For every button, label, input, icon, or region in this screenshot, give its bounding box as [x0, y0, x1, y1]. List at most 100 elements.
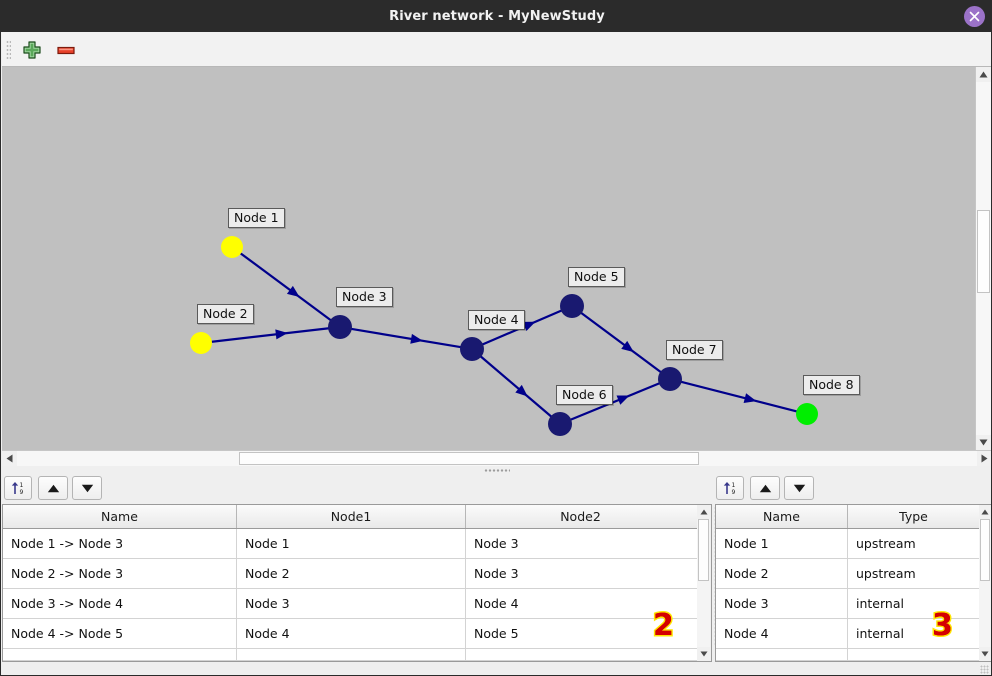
graph-hscroll-track[interactable] [17, 451, 977, 466]
nodes-column-header[interactable]: Name [716, 505, 848, 528]
reaches-vertical-scrollbar[interactable] [697, 504, 712, 662]
graph-edge[interactable] [350, 327, 462, 349]
graph-vscroll-thumb[interactable] [977, 210, 990, 293]
reaches-cell[interactable]: Node 3 [237, 589, 466, 618]
nodes-cell[interactable]: internal [856, 626, 904, 641]
nodes-vscroll-track[interactable] [979, 519, 991, 647]
graph-edge[interactable] [479, 355, 553, 418]
reaches-cell[interactable]: Node 2 [237, 559, 466, 588]
resize-grip-icon[interactable] [980, 665, 989, 674]
edge-arrowhead-icon [286, 285, 300, 298]
graph-node-label[interactable]: Node 7 [666, 340, 723, 360]
scroll-down-button[interactable] [976, 435, 991, 450]
graph-node[interactable] [548, 412, 572, 436]
graph-node[interactable] [460, 337, 484, 361]
nodes-cell[interactable]: upstream [856, 536, 916, 551]
reaches-cell[interactable]: Node 5 [474, 626, 519, 641]
graph-edge[interactable] [680, 380, 798, 413]
graph-node-label[interactable]: Node 3 [336, 287, 393, 307]
reaches-cell[interactable]: Node 1 -> Node 3 [3, 529, 237, 558]
graph-node-label[interactable]: Node 8 [803, 375, 860, 395]
graph-hscroll-thumb[interactable] [239, 452, 699, 465]
graph-vscroll-track[interactable] [976, 82, 991, 435]
toolbar-drag-handle[interactable] [6, 40, 11, 59]
reaches-move-down-button[interactable] [72, 476, 102, 500]
edge-arrowhead-icon [743, 393, 757, 403]
scroll-left-button[interactable] [2, 451, 17, 466]
graph-edge[interactable] [580, 311, 662, 374]
graph-edge[interactable] [239, 252, 332, 322]
reaches-sort-button[interactable]: 1 9 [4, 476, 32, 500]
reaches-column-header[interactable]: Node1 [237, 505, 466, 528]
add-node-button[interactable] [20, 38, 44, 62]
graph-node-label[interactable]: Node 1 [228, 208, 285, 228]
graph-horizontal-scrollbar[interactable] [2, 450, 991, 466]
window-title: River network - MyNewStudy [389, 9, 605, 24]
nodes-cell[interactable]: Node 1 [716, 529, 848, 558]
graph-node[interactable] [221, 236, 243, 258]
nodes-cell[interactable]: Node 3 [716, 589, 848, 618]
nodes-cell[interactable]: Node 2 [716, 559, 848, 588]
reaches-vscroll-thumb[interactable] [698, 519, 709, 581]
nodes-move-up-button[interactable] [750, 476, 780, 500]
reaches-cell[interactable]: Node 4 [474, 596, 519, 611]
close-button[interactable] [964, 6, 985, 27]
graph-node[interactable] [190, 332, 212, 354]
svg-text:9: 9 [732, 489, 736, 496]
reaches-column-header[interactable]: Node2 [560, 509, 601, 524]
nodes-move-down-button[interactable] [784, 476, 814, 500]
graph-node-label[interactable]: Node 4 [468, 310, 525, 330]
scroll-right-button[interactable] [977, 451, 991, 466]
graph-node[interactable] [560, 294, 584, 318]
reaches-move-up-button[interactable] [38, 476, 68, 500]
river-network-graph[interactable]: Node 1 Node 2 Node 3 Node 4 Node 5 Node 6 Node… [2, 67, 991, 465]
nodes-cell[interactable]: internal [856, 596, 904, 611]
reaches-vscroll-track[interactable] [697, 519, 710, 647]
graph-node[interactable] [328, 315, 352, 339]
reaches-cell[interactable]: Node 3 [474, 536, 519, 551]
reaches-cell[interactable]: Node 3 -> Node 4 [3, 589, 237, 618]
reaches-cell[interactable]: Node 1 [237, 529, 466, 558]
nodes-cell[interactable]: upstream [856, 566, 916, 581]
nodes-sort-button[interactable]: 1 9 [716, 476, 744, 500]
table-row[interactable]: Node 4 internal [716, 619, 979, 649]
graph-vertical-scrollbar[interactable] [975, 67, 991, 450]
graph-node-label[interactable]: Node 6 [556, 385, 613, 405]
nodes-column-header[interactable]: Type [899, 509, 928, 524]
nodes-cell[interactable]: Node 4 [716, 619, 848, 648]
reaches-column-header[interactable]: Name [3, 505, 237, 528]
edge-arrowhead-icon [621, 340, 634, 353]
table-empty-row [716, 649, 979, 661]
table-row[interactable]: Node 1 upstream [716, 529, 979, 559]
reaches-cell[interactable]: Node 2 -> Node 3 [3, 559, 237, 588]
table-row[interactable]: Node 2 upstream [716, 559, 979, 589]
scroll-up-button[interactable] [976, 67, 991, 82]
table-row[interactable]: Node 3 internal [716, 589, 979, 619]
reaches-cell[interactable]: Node 4 -> Node 5 [3, 619, 237, 648]
reaches-cell[interactable]: Node 3 [474, 566, 519, 581]
nodes-vertical-scrollbar[interactable] [979, 504, 991, 662]
graph-edge[interactable] [569, 382, 661, 421]
graph-edge[interactable] [210, 327, 330, 343]
graph-node-label[interactable]: Node 5 [568, 267, 625, 287]
reaches-cell[interactable]: Node 4 [237, 619, 466, 648]
table-empty-cell [466, 649, 695, 660]
graph-node[interactable] [658, 367, 682, 391]
nodes-scroll-up-button[interactable] [979, 505, 991, 519]
graph-node-label[interactable]: Node 2 [197, 304, 254, 324]
nodes-scroll-down-button[interactable] [979, 647, 991, 661]
reaches-scroll-down-button[interactable] [697, 647, 710, 661]
nodes-vscroll-thumb[interactable] [980, 519, 990, 581]
panel-splitter[interactable] [2, 466, 991, 474]
graph-node[interactable] [796, 403, 818, 425]
reaches-scroll-up-button[interactable] [697, 505, 710, 519]
remove-node-button[interactable] [54, 38, 78, 62]
